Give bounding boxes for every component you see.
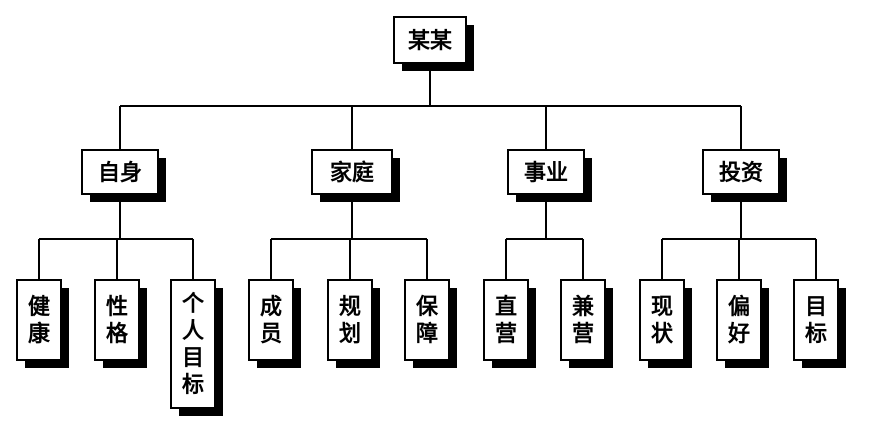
node-label-char: 兼 xyxy=(572,294,594,320)
node-box xyxy=(81,149,159,195)
node-label: 性格 xyxy=(106,295,129,347)
node-label: 个人目标 xyxy=(182,292,205,398)
node-label-char: 偏 xyxy=(728,294,750,320)
node-box xyxy=(507,149,585,195)
node-label: 自身 xyxy=(98,160,142,186)
node-label: 现状 xyxy=(651,295,674,347)
node-label-char: 保 xyxy=(415,295,439,320)
leaf-node: 直营 xyxy=(483,279,536,368)
node-label-char: 目 xyxy=(805,295,827,320)
category-node: 家庭 xyxy=(311,149,400,202)
leaf-node: 规划 xyxy=(327,279,380,368)
leaf-node: 目标 xyxy=(793,279,846,368)
node-label: 某某 xyxy=(408,28,452,54)
connector-lines xyxy=(38,63,817,280)
node-label-char: 划 xyxy=(339,322,361,347)
node-label-char: 格 xyxy=(106,321,129,347)
node-label-char: 标 xyxy=(182,372,204,398)
node-box xyxy=(16,279,62,361)
node-label-char: 员 xyxy=(260,322,282,347)
leaf-node: 个人目标 xyxy=(170,279,223,416)
node-label: 保障 xyxy=(415,295,439,347)
node-label: 目标 xyxy=(805,295,827,347)
node-label: 家庭 xyxy=(330,160,374,186)
leaf-node: 保障 xyxy=(404,279,457,368)
node-box xyxy=(483,279,529,361)
node-label-char: 状 xyxy=(651,322,674,347)
category-node: 事业 xyxy=(507,149,592,202)
node-label-char: 目 xyxy=(182,346,204,371)
node-label-char: 个 xyxy=(182,292,205,317)
node-label-char: 健 xyxy=(28,294,50,320)
leaf-node: 健康 xyxy=(16,279,69,368)
leaf-node: 兼营 xyxy=(560,279,613,368)
root-node: 某某 xyxy=(393,16,474,71)
node-label: 兼营 xyxy=(572,294,594,347)
node-label-char: 性 xyxy=(106,295,128,320)
node-box xyxy=(248,279,294,361)
node-label-char: 人 xyxy=(182,319,204,344)
leaf-node: 偏好 xyxy=(716,279,769,368)
node-label: 直营 xyxy=(495,294,517,347)
node-box xyxy=(94,279,140,361)
node-label: 事业 xyxy=(524,160,568,186)
node-label-char: 现 xyxy=(651,295,673,320)
node-label-char: 康 xyxy=(28,321,51,347)
node-box xyxy=(560,279,606,361)
category-node: 自身 xyxy=(81,149,166,202)
node-label-char: 障 xyxy=(416,321,438,347)
node-box xyxy=(311,149,393,195)
node-box xyxy=(170,279,216,409)
node-label-char: 规 xyxy=(339,295,361,320)
node-box xyxy=(716,279,762,361)
node-label-char: 好 xyxy=(727,321,750,347)
leaf-node: 成员 xyxy=(248,279,301,368)
node-box xyxy=(393,16,467,64)
node-box xyxy=(793,279,839,361)
node-label-char: 成 xyxy=(260,295,282,320)
node-label-char: 营 xyxy=(495,322,517,347)
node-label: 成员 xyxy=(260,295,282,347)
node-box xyxy=(702,149,780,195)
node-box xyxy=(327,279,373,361)
node-box xyxy=(639,279,685,361)
node-label-char: 营 xyxy=(572,322,594,347)
node-label: 规划 xyxy=(339,295,361,347)
leaf-node: 性格 xyxy=(94,279,147,368)
category-node: 投资 xyxy=(702,149,787,202)
node-label: 投资 xyxy=(719,161,763,186)
node-label: 偏好 xyxy=(727,294,750,347)
node-label-char: 标 xyxy=(805,321,827,347)
node-label-char: 直 xyxy=(495,294,517,320)
node-box xyxy=(404,279,450,361)
node-label: 健康 xyxy=(28,294,51,347)
leaf-node: 现状 xyxy=(639,279,692,368)
